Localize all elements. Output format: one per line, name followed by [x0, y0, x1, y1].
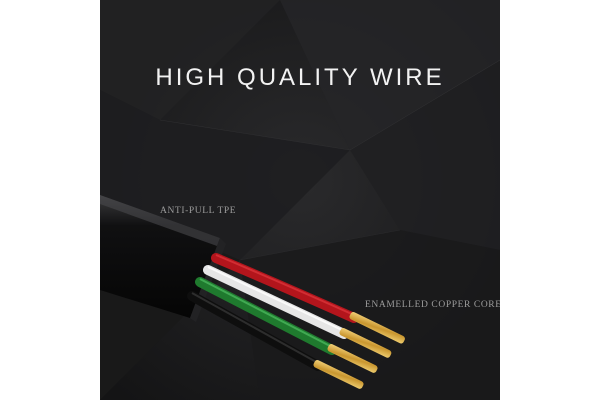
copper-tip-red — [349, 312, 405, 344]
product-image: HIGH QUALITY WIRE — [100, 0, 500, 400]
cable-illustration — [100, 195, 405, 389]
wire-white — [203, 265, 392, 358]
label-core: ENAMELLED COPPER CORE — [365, 300, 500, 310]
background-facets — [100, 0, 500, 400]
wire-black — [187, 291, 364, 389]
copper-tip-white — [339, 328, 392, 358]
wire-green — [195, 277, 378, 373]
headline-title: HIGH QUALITY WIRE — [155, 64, 445, 91]
copper-tip-green — [327, 344, 378, 373]
wire-red — [211, 253, 405, 344]
copper-tip-black — [313, 360, 364, 389]
label-jacket: ANTI-PULL TPE — [160, 206, 237, 216]
